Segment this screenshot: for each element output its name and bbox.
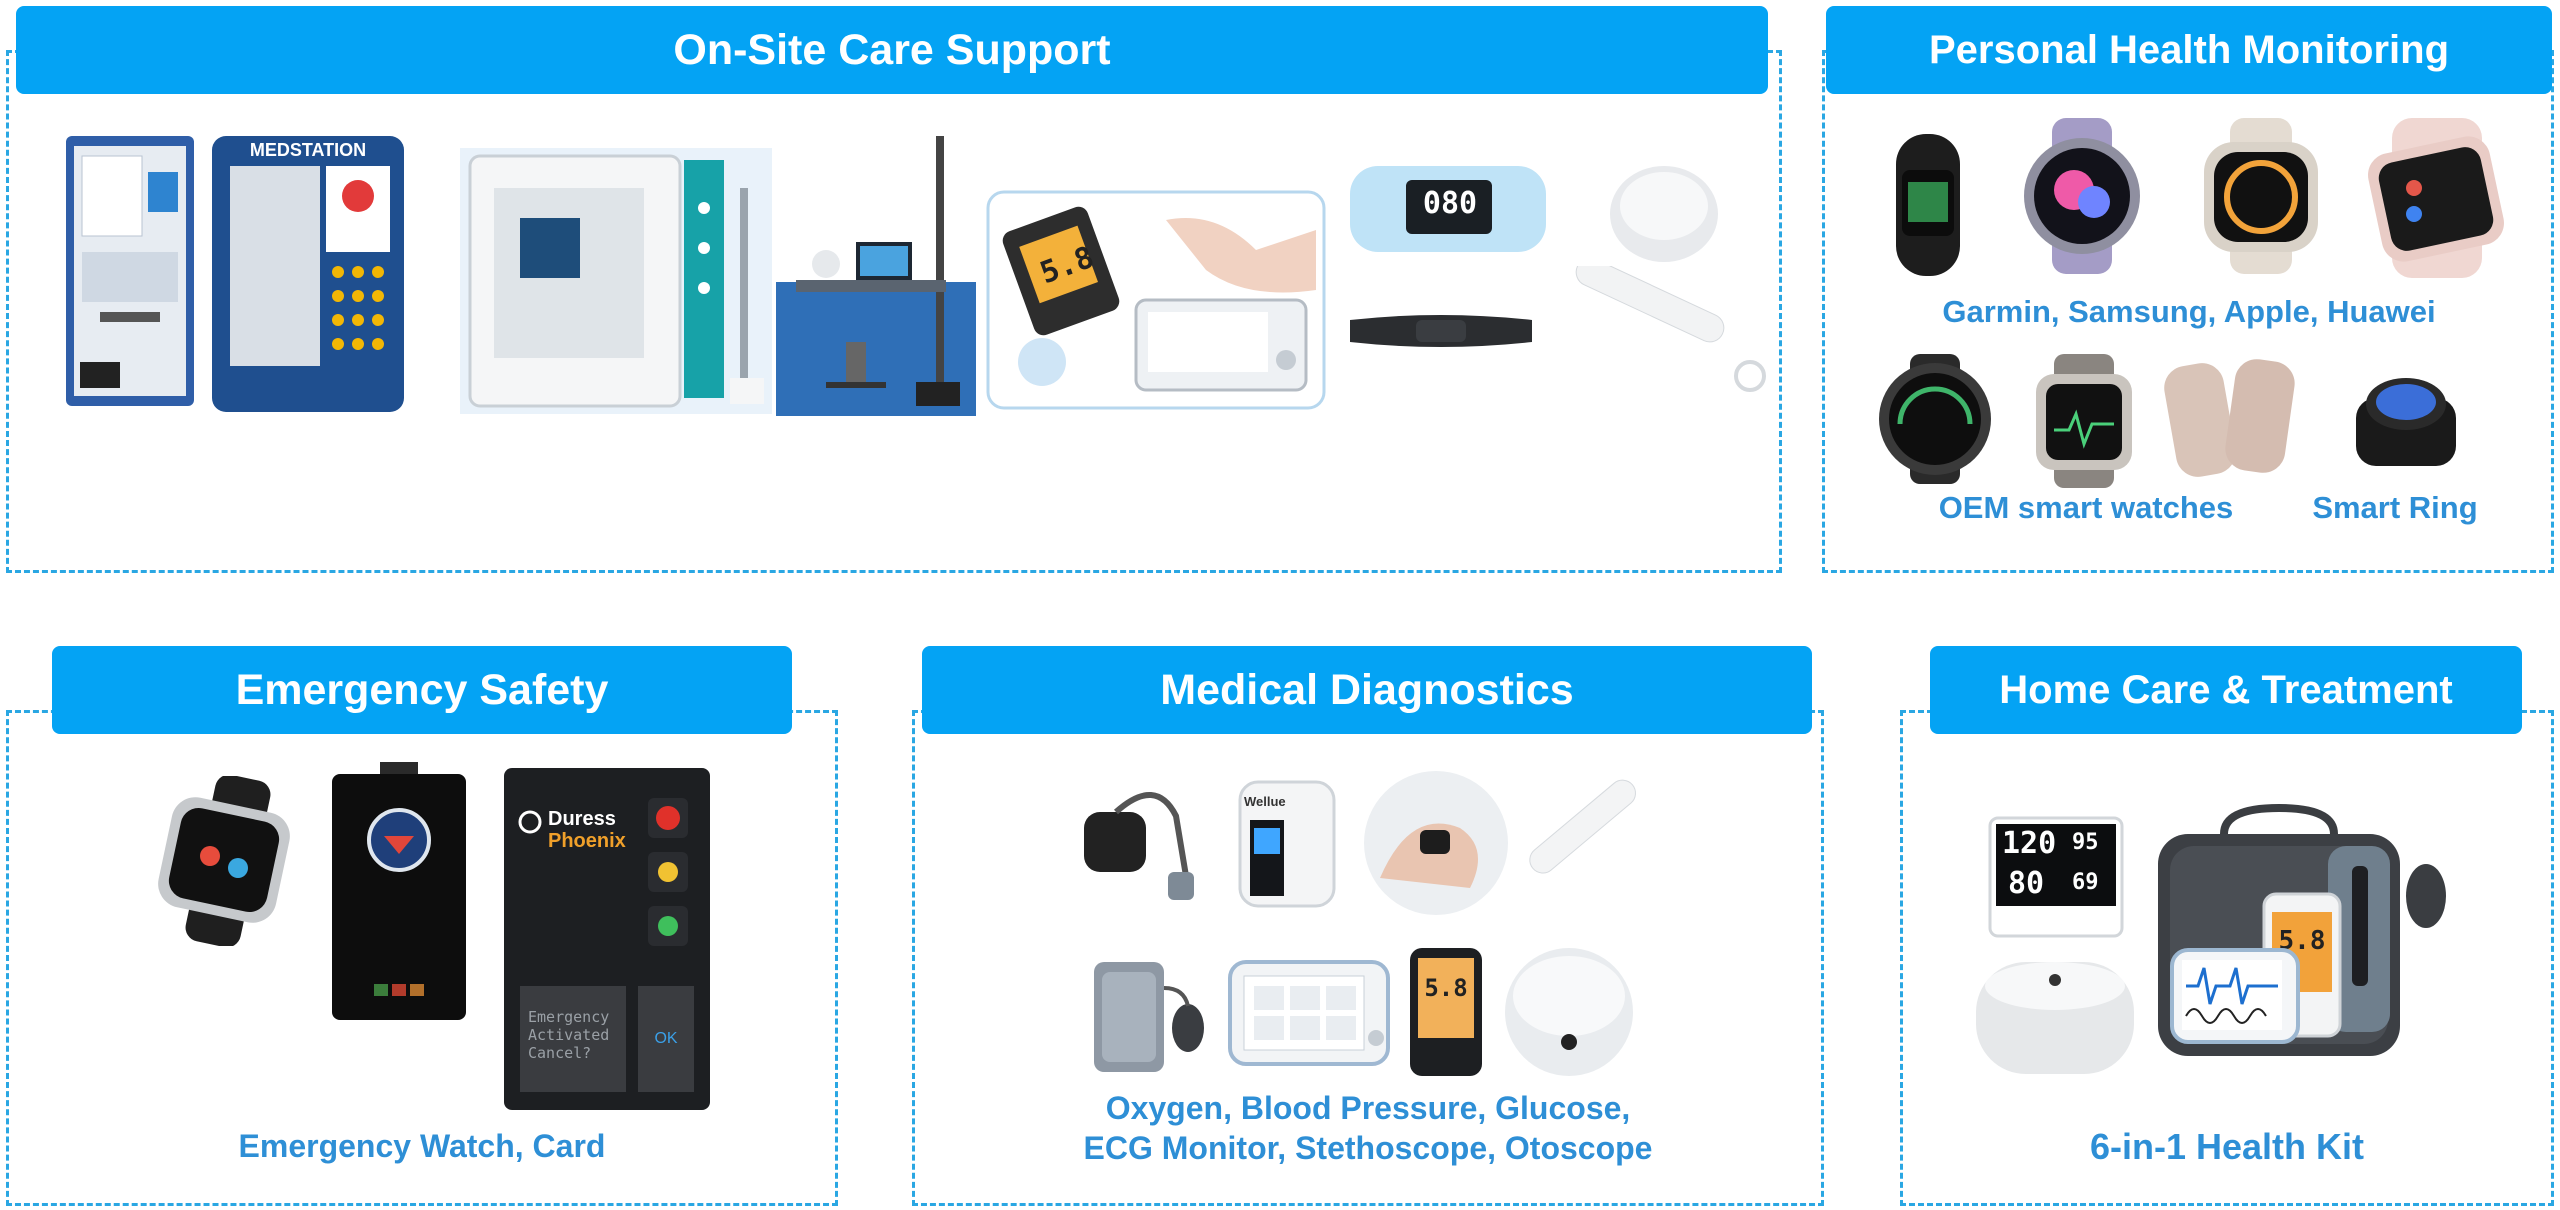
diagnostics-glucose-reading: 5.8 <box>1424 974 1468 1002</box>
diagnostics-header: Medical Diagnostics <box>922 646 1812 734</box>
home-ecg-monitor <box>2168 946 2302 1046</box>
bp-monitor: 120 95 80 69 <box>1986 814 2126 940</box>
duress-phoenix-card: Duress Phoenix Emergency Activated Cance… <box>504 768 710 1110</box>
samsung-watch <box>2002 118 2162 274</box>
home-stethoscope-puck <box>1972 952 2138 1082</box>
diagnostic-otoscope <box>1510 770 1640 900</box>
medstation-booth: MEDSTATION <box>208 132 408 416</box>
bp-cuff <box>1088 948 1210 1080</box>
kiosk-device <box>60 132 200 412</box>
ring-oximeter <box>1076 776 1196 906</box>
glucose-ecg-card: 5.8 <box>986 190 1326 410</box>
chest-strap <box>1346 306 1536 356</box>
oem-watch-mesh <box>2160 354 2300 484</box>
homecare-caption: 6-in-1 Health Kit <box>2089 1126 2365 1167</box>
digital-stethoscope-puck <box>1500 932 1638 1080</box>
glucose-meter: 5.8 <box>1406 944 1486 1080</box>
emergency-watch <box>150 774 300 948</box>
homecare-header: Home Care & Treatment <box>1930 646 2522 734</box>
pulse-oximeter-device: 080 <box>1346 160 1552 260</box>
smart-ring <box>2348 354 2464 474</box>
brands-caption: Garmin, Samsung, Apple, Huawei <box>1942 294 2436 329</box>
diagnostics-caption-1: Oxygen, Blood Pressure, Glucose, <box>1105 1090 1631 1126</box>
emergency-header: Emergency Safety <box>52 646 792 734</box>
finger-oximeter: Wellue <box>1232 776 1342 912</box>
emergency-card-black <box>330 762 468 1022</box>
digital-stethoscope <box>1604 160 1724 270</box>
wearable-patch-hand <box>1360 768 1512 918</box>
ecg-monitor <box>1226 958 1392 1068</box>
desk-station <box>776 132 976 416</box>
card-screen-text: Emergency Activated Cancel? <box>528 1008 610 1062</box>
spo2-reading: 080 <box>1422 186 1478 221</box>
huawei-watch <box>2352 118 2522 278</box>
phoenix-brand: Phoenix <box>548 830 626 852</box>
bp-dia: 80 <box>2008 866 2045 901</box>
apple-watch <box>2186 118 2336 274</box>
ring-caption: Smart Ring <box>2312 490 2478 525</box>
bp-pulse: 95 <box>2072 830 2099 855</box>
bp-sys: 120 <box>2002 826 2057 861</box>
oem-watch-square <box>2024 354 2144 488</box>
duress-brand: Duress <box>548 808 616 830</box>
emergency-caption: Emergency Watch, Card <box>238 1128 606 1164</box>
onsite-header: On-Site Care Support <box>16 6 1768 94</box>
diagnostics-caption-2: ECG Monitor, Stethoscope, Otoscope <box>1083 1130 1653 1166</box>
oem-watch-black <box>1870 354 2000 484</box>
card-ok-button[interactable]: OK <box>654 1030 678 1047</box>
oximeter-brand: Wellue <box>1244 794 1286 809</box>
oem-caption: OEM smart watches <box>1938 490 2234 525</box>
bp-cuff-home <box>2322 836 2450 1040</box>
fitness-band <box>1880 130 1976 280</box>
bp-extra: 69 <box>2072 870 2099 895</box>
otoscope <box>1560 257 1780 396</box>
personal-header: Personal Health Monitoring <box>1826 6 2552 94</box>
medstation-label: MEDSTATION <box>249 140 367 160</box>
health-pod <box>460 148 772 414</box>
